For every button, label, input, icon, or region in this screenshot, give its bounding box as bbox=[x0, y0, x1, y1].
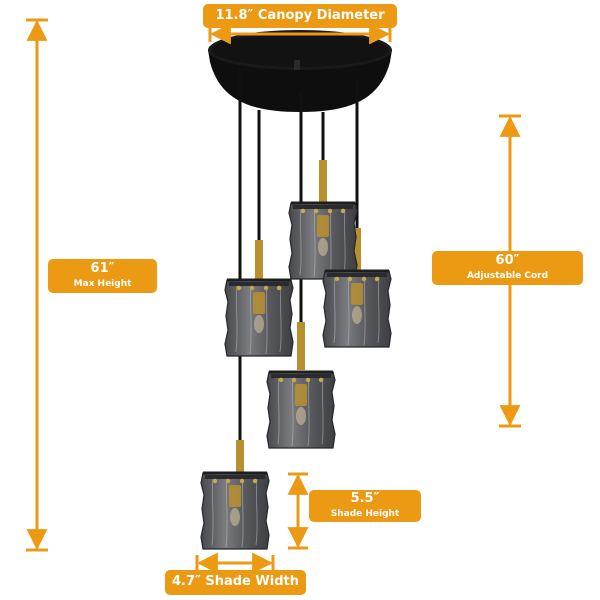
brass-stems bbox=[236, 160, 361, 475]
shade-back-center bbox=[287, 201, 359, 281]
canopy-diameter-text: 11.8″ Canopy Diameter bbox=[215, 7, 385, 23]
dimension-lines bbox=[26, 18, 521, 574]
shade-height-value: 5.5″ bbox=[350, 491, 380, 507]
adjustable-cord-label: 60″ Adjustable Cord bbox=[432, 251, 583, 285]
max-height-label: 61″ Max Height bbox=[48, 259, 157, 293]
shade-right bbox=[321, 269, 393, 349]
shade-bottom bbox=[199, 471, 271, 551]
cord-caption: Adjustable Cord bbox=[466, 271, 549, 282]
cord-value: 60″ bbox=[495, 253, 520, 269]
shade-height-caption: Shade Height bbox=[330, 509, 400, 520]
shade-left bbox=[223, 278, 295, 358]
canopy-diameter-label: 11.8″ Canopy Diameter bbox=[203, 4, 397, 28]
shade-width-label: 4.7″ Shade Width bbox=[165, 570, 306, 595]
max-height-caption: Max Height bbox=[73, 279, 132, 290]
pendant-fixture bbox=[199, 30, 393, 551]
shade-middle bbox=[265, 370, 337, 450]
max-height-value: 61″ bbox=[90, 261, 115, 277]
shade-width-text: 4.7″ Shade Width bbox=[172, 574, 299, 590]
shade-height-label: 5.5″ Shade Height bbox=[309, 490, 421, 522]
